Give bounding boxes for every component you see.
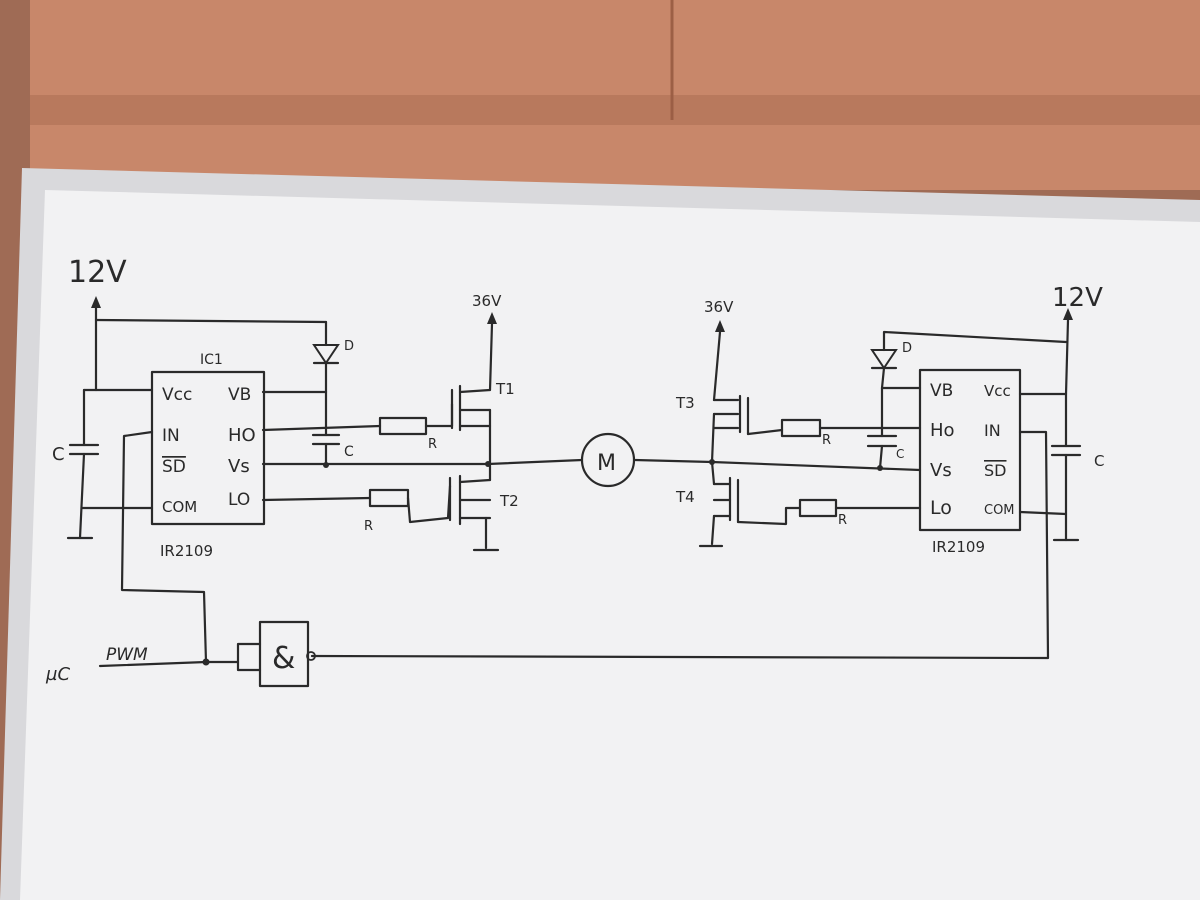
ic-right-pin-com: COM	[984, 503, 1015, 518]
wire-motor-right	[632, 458, 714, 464]
label-r-t4: R	[838, 513, 847, 528]
cabinet-shelf	[30, 95, 1200, 125]
wire-left-in	[120, 430, 208, 664]
supply-arrow-left	[91, 296, 101, 322]
wire-right-com-ground	[1018, 510, 1068, 516]
label-cap-left-boot: C	[344, 444, 354, 460]
label-r-t1: R	[428, 437, 437, 452]
ic-right-pin-in: IN	[984, 421, 1001, 440]
ic-right-pin-lo: Lo	[930, 497, 952, 519]
and-gate	[258, 620, 316, 688]
label-and-gate: &	[272, 641, 295, 676]
supply-arrow-right	[1063, 308, 1073, 396]
wire-right-lo	[736, 498, 922, 526]
diode-right	[870, 330, 1068, 390]
ic-right	[918, 368, 1022, 532]
label-r-t2: R	[364, 519, 373, 534]
label-r-t3: R	[822, 433, 831, 448]
ic-left-pin-ho: HO	[228, 425, 256, 446]
label-12v-right: 12V	[1052, 283, 1103, 313]
mosfet-t1	[450, 312, 497, 466]
wire-motor-left	[486, 458, 584, 466]
capacitor-left-supply	[66, 388, 100, 540]
ic-left-pin-com: COM	[162, 498, 197, 516]
label-pwm: PWM	[106, 645, 148, 665]
label-36v-t1: 36V	[472, 292, 502, 310]
ic-right-pin-vcc: Vcc	[984, 382, 1011, 400]
ic-left-pin-lo: LO	[228, 490, 250, 510]
whiteboard-surface	[20, 190, 1200, 900]
ic-left-part: IR2109	[160, 542, 213, 560]
capacitor-right-supply	[1050, 392, 1082, 542]
label-diode-left: D	[344, 339, 354, 354]
capacitor-right-boot	[866, 386, 898, 470]
label-t3: T3	[675, 394, 695, 412]
mosfet-t2	[448, 462, 500, 552]
mosfet-t4	[698, 460, 740, 548]
wire-pwm-input	[98, 660, 208, 668]
diode-left	[312, 320, 340, 394]
label-t4: T4	[675, 488, 695, 506]
ic-left-pin-in: IN	[162, 426, 180, 446]
label-motor: M	[597, 451, 616, 476]
label-t2: T2	[499, 492, 519, 510]
wire-right-vs	[710, 460, 922, 472]
ic-left-pin-vb: VB	[228, 385, 251, 405]
ic-right-pin-sd: SD	[984, 461, 1006, 480]
wire-and-input-a	[204, 642, 262, 664]
ic-left-pin-vs: Vs	[228, 456, 250, 477]
wire-right-in	[310, 430, 1050, 660]
wire-right-ho	[746, 418, 922, 438]
label-cap-right-boot: C	[896, 447, 904, 461]
wire-left-12v-rail	[82, 318, 328, 392]
label-diode-right: D	[902, 341, 912, 356]
wire-and-input-b	[236, 660, 262, 672]
label-cap-left-supply: C	[52, 444, 65, 465]
label-36v-t3: 36V	[704, 298, 734, 316]
ic-left-pin-vcc: Vcc	[162, 385, 192, 405]
cabinet-body	[30, 0, 1200, 190]
label-12v-left: 12V	[68, 255, 127, 290]
ic-left	[150, 370, 266, 526]
ic-right-pin-vb: VB	[930, 381, 953, 401]
ic-left-pin-sd: SD	[162, 457, 186, 477]
mosfet-t3	[710, 320, 750, 464]
ic-right-part: IR2109	[932, 538, 985, 556]
label-cap-right-supply: C	[1094, 452, 1104, 470]
ic-left-ref: IC1	[200, 352, 223, 368]
label-uc: µC	[45, 664, 70, 685]
ic-right-pin-vs: Vs	[930, 460, 952, 481]
label-t1: T1	[495, 380, 515, 398]
ic-right-pin-ho: Ho	[930, 420, 955, 441]
